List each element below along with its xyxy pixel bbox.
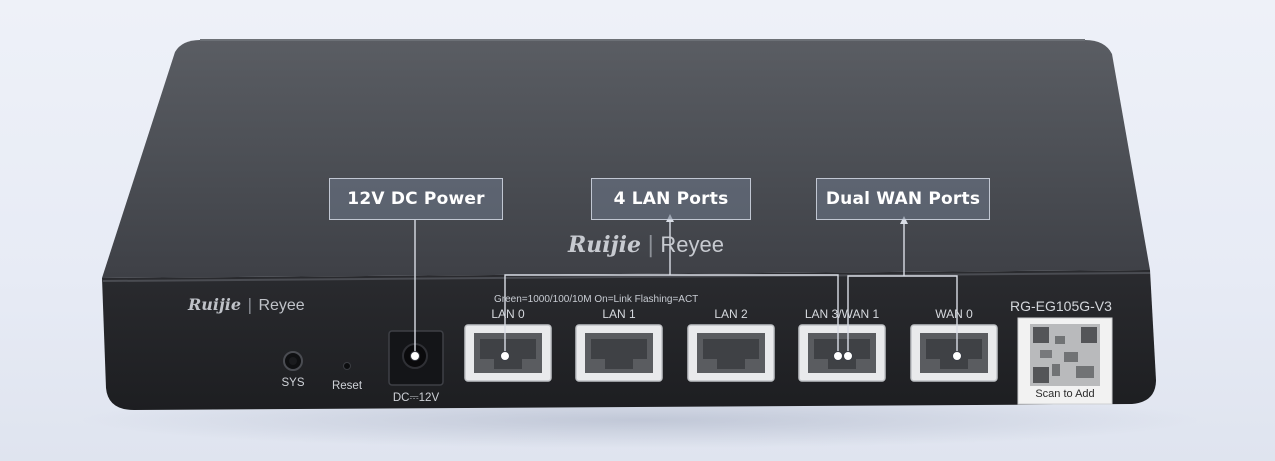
callout-power: 12V DC Power (329, 178, 503, 220)
qr-caption: Scan to Add (1035, 388, 1095, 400)
led-legend: Green=1000/100/10M On=Link Flashing=ACT (494, 294, 699, 305)
callout-lan-ports: 4 LAN Ports (591, 178, 751, 220)
port-label-lan2: LAN 2 (714, 307, 748, 321)
front-brand-logo: Ruijie | Reyee (188, 295, 305, 315)
port-label-lan3-wan1: LAN 3/WAN 1 (804, 307, 880, 321)
model-number: RG-EG105G-V3 (1010, 298, 1112, 314)
callout-dots (410, 351, 962, 361)
front-brand-separator: | (247, 295, 253, 314)
qr-sticker (1017, 317, 1113, 405)
port-label-lan0: LAN 0 (491, 307, 525, 321)
port-label-wan0: WAN 0 (935, 307, 973, 321)
brand-name: Ruijie (568, 232, 641, 258)
port-lan1 (575, 324, 663, 382)
port-label-lan1: LAN 1 (602, 307, 636, 321)
dc-label: DC​⎓12V (392, 392, 440, 404)
front-brand-product-line: Reyee (258, 297, 305, 314)
reset-pinhole (343, 362, 351, 370)
port-lan2 (687, 324, 775, 382)
callout-connectors (414, 220, 958, 356)
top-brand-logo: Ruijie|Reyee (568, 232, 724, 258)
brand-separator: | (646, 233, 655, 258)
front-brand-name: Ruijie (188, 295, 242, 314)
sys-label: SYS (281, 377, 305, 389)
brand-product-line: Reyee (660, 232, 724, 257)
callout-wan-ports: Dual WAN Ports (816, 178, 990, 220)
reset-label: Reset (331, 380, 363, 392)
